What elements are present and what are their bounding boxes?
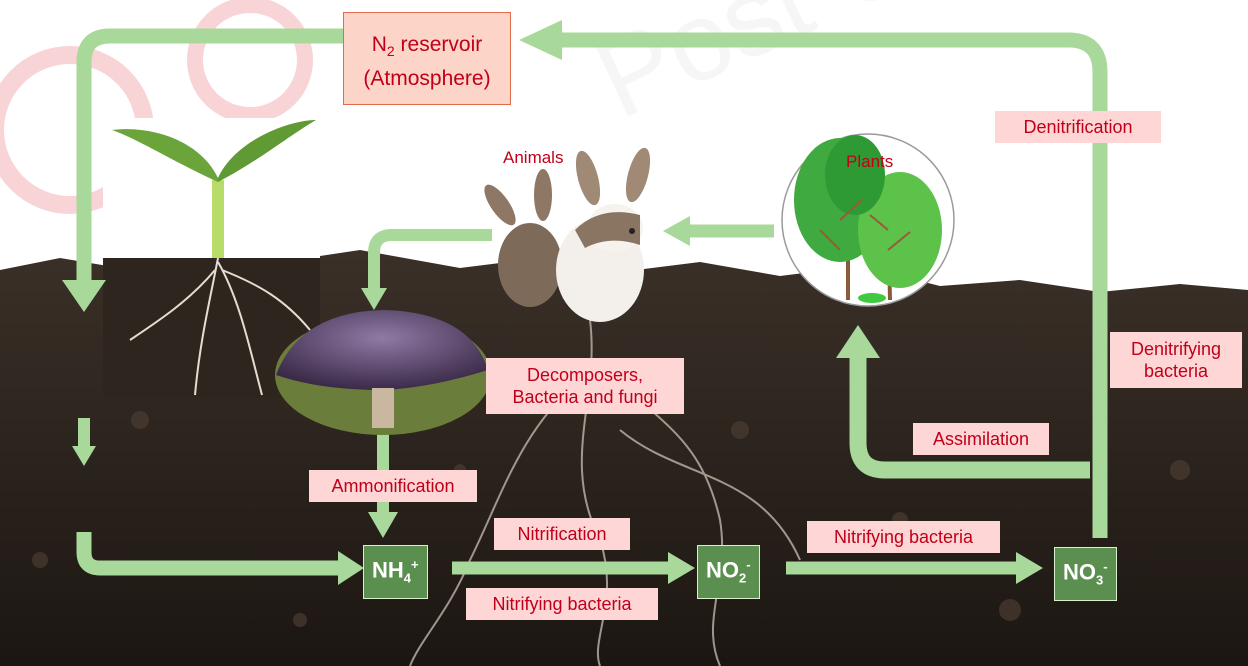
denitrification-label: Denitrification xyxy=(995,111,1161,143)
nh4-sup: + xyxy=(411,557,419,572)
no3-sup: - xyxy=(1103,559,1107,574)
nitrate-box: NO3- xyxy=(1054,547,1117,601)
reservoir-line1: reservoir xyxy=(395,33,483,56)
assimilation-label: Assimilation xyxy=(913,423,1049,455)
no2-base: NO xyxy=(706,557,739,582)
plants-label: Plants xyxy=(846,152,893,172)
denitrifying-line2: bacteria xyxy=(1116,360,1236,382)
nitrification-label: Nitrification xyxy=(494,518,630,550)
decomposers-line2: Bacteria and fungi xyxy=(492,386,678,408)
n2-reservoir-box: N2 reservoir (Atmosphere) xyxy=(343,12,511,105)
nitrite-box: NO2- xyxy=(697,545,760,599)
no2-sup: - xyxy=(746,557,750,572)
denitrifying-bacteria-label: Denitrifying bacteria xyxy=(1110,332,1242,388)
no2-sub: 2 xyxy=(739,571,746,586)
nh4-sub: 4 xyxy=(404,571,411,586)
decomposers-line1: Decomposers, xyxy=(492,364,678,386)
ammonium-box: NH4+ xyxy=(363,545,428,599)
nitrifying-bacteria-lower-label: Nitrifying bacteria xyxy=(466,588,658,620)
decomposers-label: Decomposers, Bacteria and fungi xyxy=(486,358,684,414)
watermark-text: Post G xyxy=(578,0,935,142)
reservoir-n: N xyxy=(372,33,387,56)
animals-label: Animals xyxy=(503,148,563,168)
denitrifying-line1: Denitrifying xyxy=(1116,338,1236,360)
nitrifying-bacteria-upper-label: Nitrifying bacteria xyxy=(807,521,1000,553)
no3-sub: 3 xyxy=(1096,573,1103,588)
ammonification-label: Ammonification xyxy=(309,470,477,502)
reservoir-line2: (Atmosphere) xyxy=(344,65,510,93)
no3-base: NO xyxy=(1063,559,1096,584)
nh4-base: NH xyxy=(372,557,404,582)
reservoir-sub: 2 xyxy=(387,43,395,59)
